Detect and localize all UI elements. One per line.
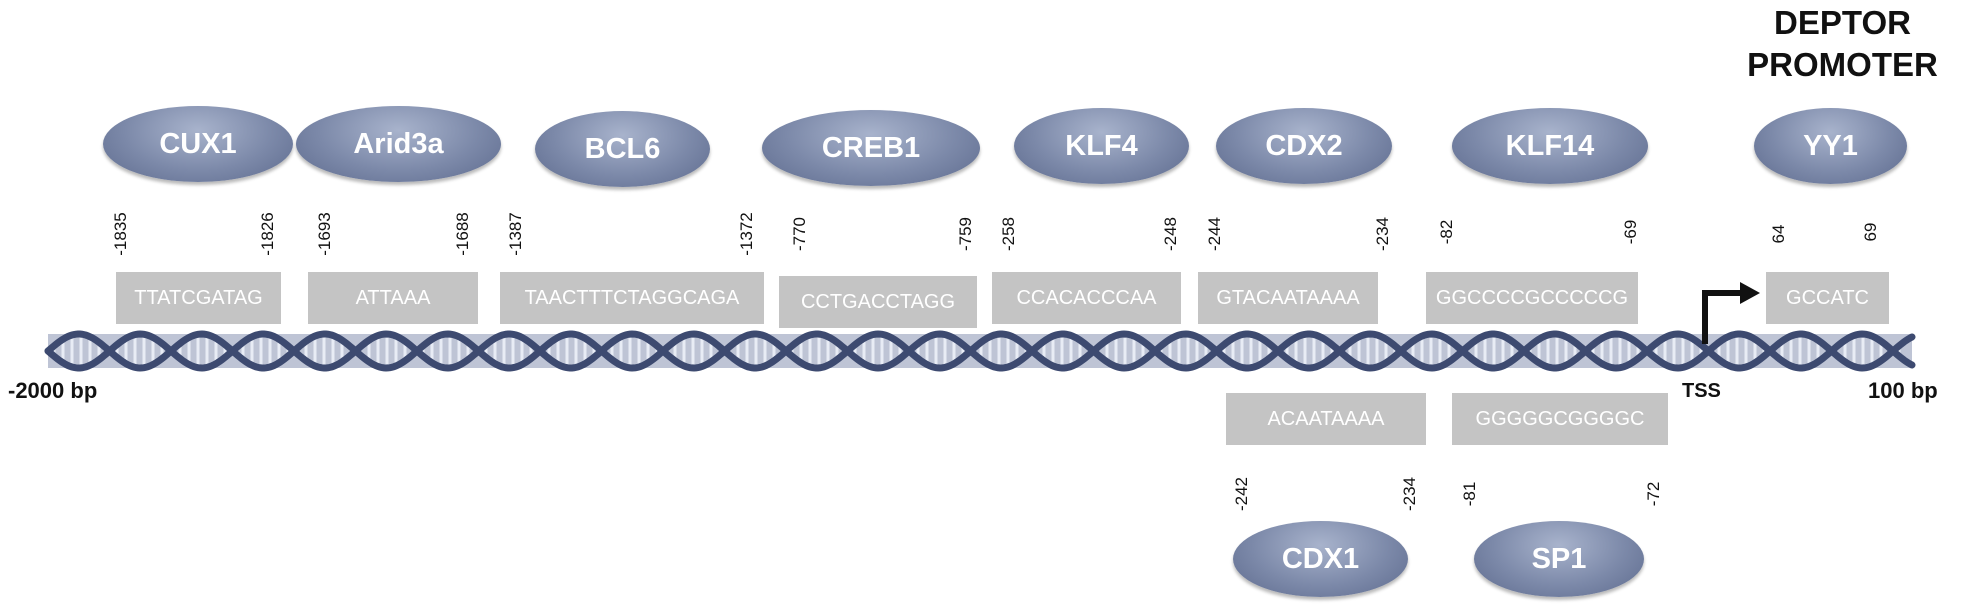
factor-yy1: YY1 bbox=[1754, 108, 1907, 184]
factor-label: KLF14 bbox=[1505, 129, 1595, 162]
factor-label: CDX2 bbox=[1265, 129, 1343, 162]
site-start-position: -242 bbox=[1232, 476, 1251, 512]
diagram-title: DEPTOR PROMOTER bbox=[1720, 2, 1965, 86]
site-start-position: 64 bbox=[1769, 224, 1788, 244]
site-start-position: -244 bbox=[1205, 216, 1224, 252]
factor-klf14: KLF14 bbox=[1452, 108, 1648, 184]
helix-strand-a bbox=[44, 330, 1916, 372]
site-end-position: -1372 bbox=[737, 212, 756, 256]
title-line-2: PROMOTER bbox=[1747, 46, 1938, 83]
axis-start-label: -2000 bp bbox=[8, 378, 98, 403]
site-sequence-klf4: CCACACCCAA bbox=[992, 272, 1181, 324]
axis-end-label: 100 bp bbox=[1868, 378, 1938, 403]
factor-klf4: KLF4 bbox=[1014, 108, 1189, 184]
site-start-position: -770 bbox=[790, 216, 809, 252]
factor-cdx2: CDX2 bbox=[1216, 108, 1392, 184]
site-end-position: 69 bbox=[1861, 222, 1880, 242]
site-start-position: -258 bbox=[999, 216, 1018, 252]
factor-label: CREB1 bbox=[821, 131, 921, 164]
title-line-1: DEPTOR bbox=[1774, 4, 1911, 41]
site-sequence-sp1: GGGGGCGGGGC bbox=[1452, 393, 1668, 445]
site-end-position: -234 bbox=[1400, 476, 1419, 512]
factor-label: CDX1 bbox=[1281, 542, 1360, 575]
site-end-position: -69 bbox=[1621, 219, 1640, 245]
site-sequence-bcl6: TAACTTTCTAGGCAGA bbox=[500, 272, 764, 324]
site-start-position: -1835 bbox=[111, 212, 130, 256]
factor-arid3a: Arid3a bbox=[296, 106, 501, 182]
factor-label: SP1 bbox=[1531, 542, 1587, 575]
site-end-position: -1688 bbox=[453, 212, 472, 256]
factor-creb1: CREB1 bbox=[762, 110, 980, 186]
factor-label: CUX1 bbox=[159, 127, 237, 160]
tss-arrow-icon bbox=[1702, 282, 1760, 344]
site-end-position: -72 bbox=[1644, 481, 1663, 507]
factor-sp1: SP1 bbox=[1474, 521, 1644, 597]
site-sequence-cux1: TTATCGATAG bbox=[116, 272, 281, 324]
site-end-position: -1826 bbox=[258, 212, 277, 256]
helix-rungs bbox=[52, 337, 1901, 365]
factor-label: KLF4 bbox=[1065, 129, 1138, 162]
site-sequence-cdx1: ACAATAAAA bbox=[1226, 393, 1426, 445]
factor-label: YY1 bbox=[1803, 129, 1858, 162]
site-start-position: -1693 bbox=[315, 212, 334, 256]
factor-label: BCL6 bbox=[584, 132, 661, 165]
site-sequence-cdx2: GTACAATAAAA bbox=[1198, 272, 1378, 324]
factor-bcl6: BCL6 bbox=[535, 111, 710, 187]
factor-label: Arid3a bbox=[353, 127, 444, 160]
site-end-position: -234 bbox=[1373, 216, 1392, 252]
site-sequence-klf14: GGCCCCGCCCCCG bbox=[1426, 272, 1638, 324]
site-end-position: -759 bbox=[956, 216, 975, 252]
site-start-position: -81 bbox=[1460, 481, 1479, 507]
helix-strand-b bbox=[44, 330, 1916, 372]
site-start-position: -1387 bbox=[506, 212, 525, 256]
site-end-position: -248 bbox=[1161, 216, 1180, 252]
tss-label: TSS bbox=[1682, 380, 1721, 402]
factor-cdx1: CDX1 bbox=[1233, 521, 1408, 597]
site-sequence-arid3a: ATTAAA bbox=[308, 272, 478, 324]
site-sequence-creb1: CCTGACCTAGG bbox=[779, 276, 977, 328]
site-sequence-yy1: GCCATC bbox=[1766, 272, 1889, 324]
site-start-position: -82 bbox=[1437, 219, 1456, 245]
factor-cux1: CUX1 bbox=[103, 106, 293, 182]
